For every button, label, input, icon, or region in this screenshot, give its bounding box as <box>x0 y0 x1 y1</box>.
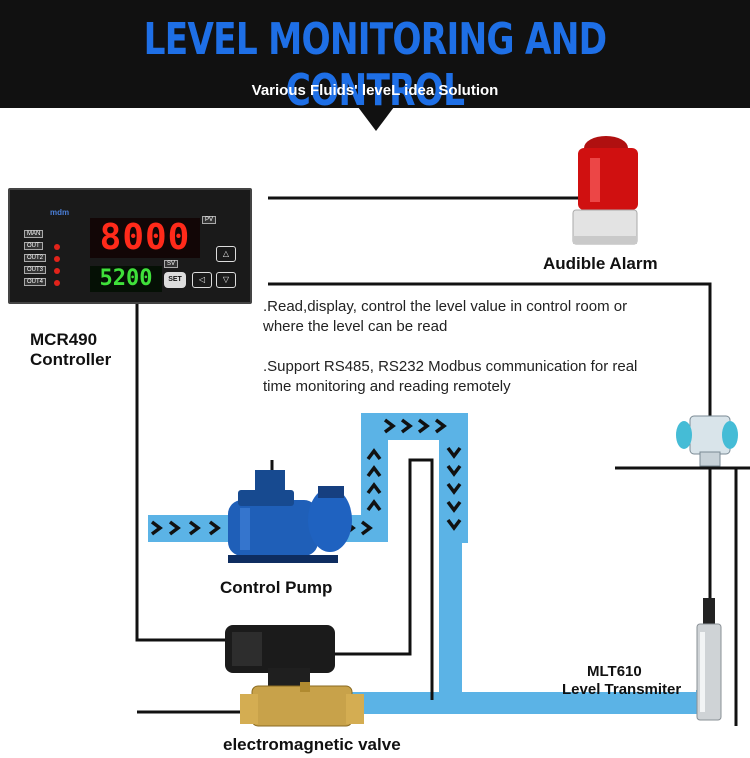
arrow-down-1 <box>446 446 462 459</box>
arrow-down-5 <box>446 518 462 531</box>
led-out4 <box>54 280 60 286</box>
description-1-line2: where the level can be read <box>263 318 448 335</box>
pump-label: Control Pump <box>220 578 333 597</box>
indicator-out2: OUT2 <box>24 254 47 262</box>
transmitter-label-line2: Level Transmiter <box>562 681 682 698</box>
arrow-in-1 <box>150 520 163 536</box>
arrow-up-1 <box>366 499 382 512</box>
led-out3 <box>54 268 60 274</box>
down-button[interactable]: ▽ <box>216 272 236 288</box>
description-2-line2: time monitoring and reading remotely <box>263 378 511 395</box>
solenoid-valve-icon <box>225 625 364 727</box>
wire-valve <box>330 458 434 700</box>
alarm-label: Audible Alarm <box>543 254 658 273</box>
page-title: LEVEL MONITORING AND CONTROL <box>143 14 608 116</box>
indicator-man: MAN <box>24 230 44 238</box>
arrow-in-2 <box>168 520 181 536</box>
arrow-up-4 <box>366 448 382 461</box>
arrow-right-2 <box>400 418 413 434</box>
alarm-beacon-icon <box>572 136 638 245</box>
arrow-right-1 <box>383 418 396 434</box>
controller-label-line1: MCR490 <box>30 330 98 349</box>
transmitter-head-icon <box>676 415 738 467</box>
valve-label: electromagnetic valve <box>223 735 401 754</box>
description-2-line1: .Support RS485, RS232 Modbus communicati… <box>263 358 638 375</box>
arrow-in-4 <box>208 520 221 536</box>
description-1-line1: .Read,display, control the level value i… <box>263 298 628 315</box>
page-subtitle: Various Fluids' leveL idea Solution <box>251 82 499 99</box>
set-button[interactable]: SET <box>164 272 186 288</box>
arrow-right-3 <box>417 418 430 434</box>
wire-controller-pump <box>135 302 232 642</box>
up-button[interactable]: △ <box>216 246 236 262</box>
sv-display: 5200 <box>90 266 162 292</box>
header-banner: LEVEL MONITORING AND CONTROL Various Flu… <box>0 0 750 116</box>
indicator-out4: OUT4 <box>24 278 47 286</box>
arrow-in-3 <box>188 520 201 536</box>
pipe-bottom <box>320 692 720 714</box>
arrow-down-4 <box>446 500 462 513</box>
controller-label-line2: Controller <box>30 350 112 369</box>
pump-icon <box>228 470 352 563</box>
indicator-out: OUT <box>24 242 43 250</box>
arrow-down-3 <box>446 482 462 495</box>
arrow-down-2 <box>446 464 462 477</box>
header-notch <box>358 107 394 131</box>
pipe-down-inner <box>439 440 462 708</box>
left-button[interactable]: ◁ <box>192 272 212 288</box>
led-out <box>54 244 60 250</box>
pv-tag: PV <box>202 216 217 224</box>
signal-wires <box>135 196 750 726</box>
arrow-right-4 <box>434 418 447 434</box>
sv-tag: SV <box>164 260 179 268</box>
arrow-up-2 <box>366 482 382 495</box>
flow-arrows <box>150 418 462 536</box>
pv-display: 8000 <box>90 218 200 258</box>
led-out2 <box>54 256 60 262</box>
controller-brand: mdm <box>50 208 70 217</box>
indicator-out3: OUT3 <box>24 266 47 274</box>
wire-controller-transmitter <box>268 282 712 420</box>
level-probe-icon <box>696 598 722 721</box>
arrow-out-2 <box>360 520 373 536</box>
transmitter-label-line1: MLT610 <box>587 663 642 680</box>
arrow-up-3 <box>366 465 382 478</box>
controller-device: mdm MAN OUT OUT2 OUT3 OUT4 8000 PV 5200 … <box>8 188 252 304</box>
